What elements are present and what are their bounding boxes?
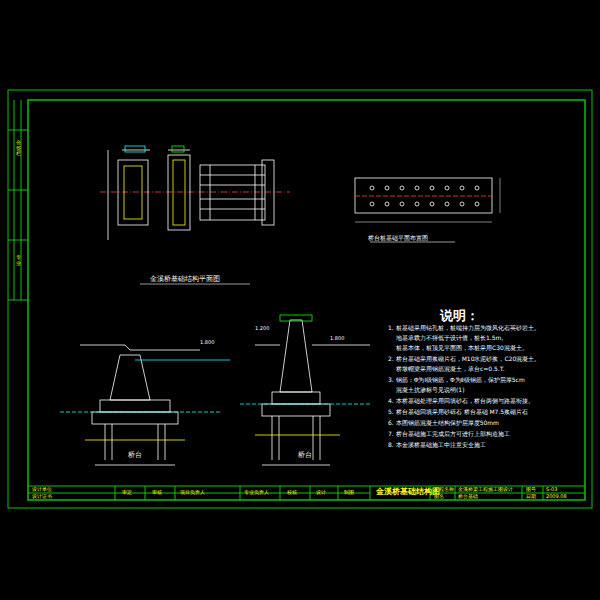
drawing-label: 审核 xyxy=(152,490,162,495)
drawing-label: 设计证书 xyxy=(32,494,52,499)
drawing-label: 金溪桥梁工程施工图设计 xyxy=(458,487,513,492)
drawing-label: 项目负责人 xyxy=(180,490,205,495)
drawing-label: 专业负责人 xyxy=(244,490,269,495)
drawing-label: 3. 钢筋：Φ为Ⅰ级钢筋，Φ为Ⅱ级钢筋，保护层厚5cm xyxy=(388,377,525,383)
drawing-label: 工程名称 xyxy=(434,487,454,492)
drawing-label: 5. 桥台基础回填采用砂砾石 桥台基础 M7.5浆砌片石 xyxy=(388,409,528,415)
drawing-label: 桥台 xyxy=(128,452,142,459)
drawing-label: 7. 桥台基础施工完成后方可进行上部构造施工 xyxy=(388,431,510,437)
drawing-label: 图号 xyxy=(526,487,536,492)
drawing-label: 专业 xyxy=(16,255,21,266)
drawing-label: 会签栏 xyxy=(16,140,21,157)
drawing-label: 桥台 xyxy=(298,452,312,459)
drawing-label: 桩基本体，桩顶见平面图，本桩采用C30混凝土。 xyxy=(396,345,528,351)
drawing-label: 1. 桩基础采用钻孔桩，桩端持力层为微风化石英砂岩土。 xyxy=(388,325,540,331)
drawing-label: 地基承载力不得低于设计值，桩长1.5m。 xyxy=(396,335,507,341)
drawing-label: 校核 xyxy=(287,490,297,495)
drawing-label: 设计 xyxy=(316,490,326,495)
drawing-label: 说明： xyxy=(440,309,479,322)
drawing-label: 图名 xyxy=(434,494,444,499)
drawing-label: 1.800 xyxy=(330,336,344,341)
drawing-label: 1.800 xyxy=(200,340,214,345)
drawing-label: 6. 本图钢筋混凝土结构保护层厚度50mm xyxy=(388,420,499,426)
drawing-label: 制图 xyxy=(344,490,354,495)
drawing-label: 2. 桥台基础采用浆砌片石，M10水泥砂浆，C20混凝土。 xyxy=(388,356,540,362)
drawing-label: 桥台桩基础平面布置图 xyxy=(368,235,428,241)
drawing-label: 1.200 xyxy=(255,326,269,331)
drawing-label: 审定 xyxy=(122,490,132,495)
drawing-label: 8. 本金溪桥基础施工中注意安全施工 xyxy=(388,442,486,448)
drawing-label: 金溪桥基础结构平面图 xyxy=(150,276,220,283)
drawing-label: 桥墩帽梁采用钢筋混凝土，承台c=0.5.T. xyxy=(396,366,505,372)
drawing-title: 金溪桥基础结构图 xyxy=(376,488,440,496)
drawing-label: 设计单位 xyxy=(32,487,52,492)
drawing-label: 混凝土抗渗标号见说明(1) xyxy=(396,387,465,393)
drawing-label: 日期 xyxy=(526,494,536,499)
drawing-label: 4. 本桥基础处理采用回填砂石，桥台两侧与路基衔接。 xyxy=(388,398,534,404)
drawing-label: 2009.08 xyxy=(546,494,567,499)
drawing-label: S-03 xyxy=(546,487,557,492)
drawing-label: 桥台基础 xyxy=(458,494,478,499)
